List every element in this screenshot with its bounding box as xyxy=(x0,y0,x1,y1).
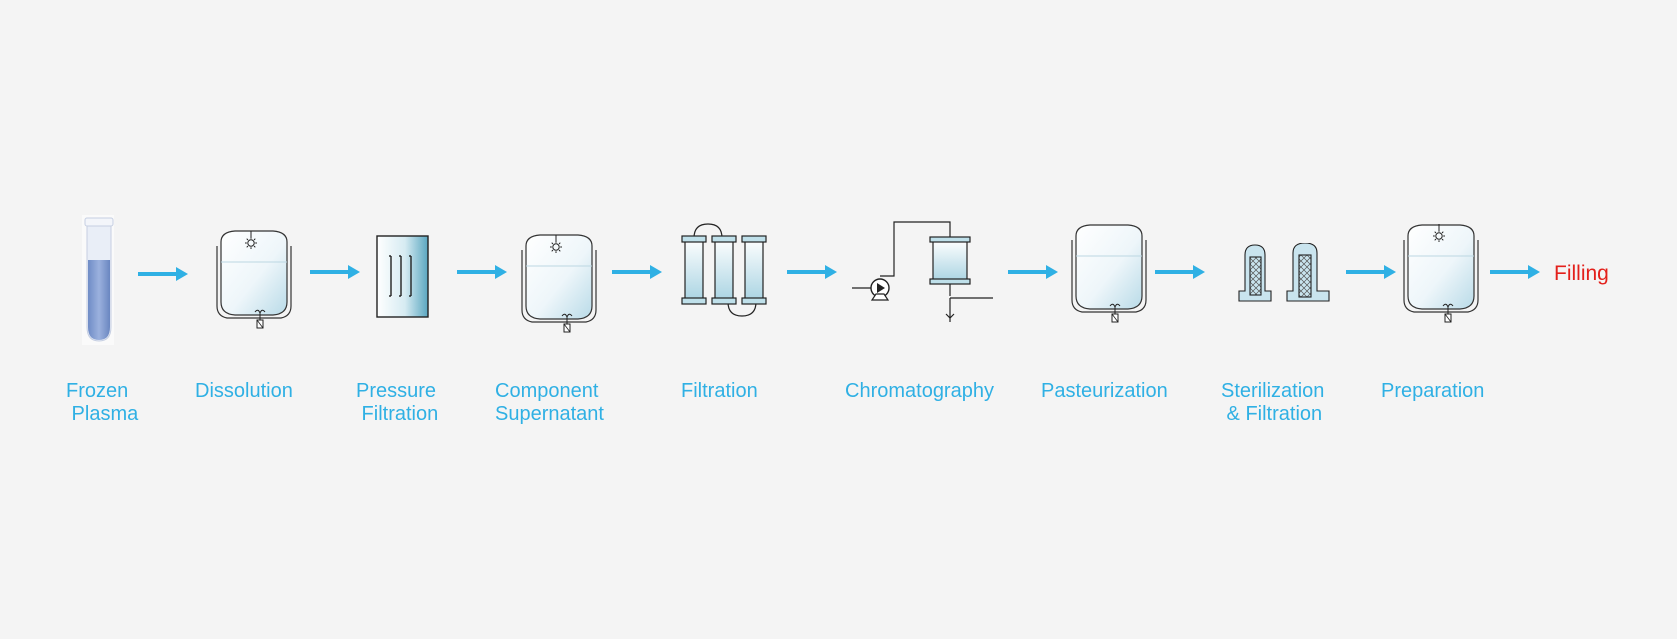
arrow-right-icon xyxy=(310,265,360,279)
step-label-filling: Filling xyxy=(1554,262,1609,285)
arrow-right-icon xyxy=(1490,265,1540,279)
step-label-preparation: Preparation xyxy=(1381,380,1485,402)
supernatant-tank-icon xyxy=(521,234,597,333)
dissolution-tank-icon xyxy=(216,230,292,329)
arrow-right-icon xyxy=(612,265,662,279)
step-label-component-supernatant: Component Supernatant xyxy=(495,380,604,425)
pressure-filter-icon xyxy=(376,235,429,318)
sterile-filter-icon xyxy=(1238,243,1330,302)
step-label-frozen-plasma: Frozen Plasma xyxy=(66,380,139,425)
pasteurization-tank-icon xyxy=(1071,224,1147,323)
arrow-right-icon xyxy=(138,267,188,281)
step-label-pasteurization: Pasteurization xyxy=(1041,380,1168,402)
arrow-right-icon xyxy=(787,265,837,279)
step-label-chromatography: Chromatography xyxy=(845,380,994,402)
arrow-right-icon xyxy=(1155,265,1205,279)
step-label-sterilization-filtration: Sterilization & Filtration xyxy=(1221,380,1325,425)
preparation-tank-icon xyxy=(1403,223,1479,323)
test-tube-icon xyxy=(82,215,114,345)
step-label-pressure-filtration: Pressure Filtration xyxy=(356,380,439,425)
arrow-right-icon xyxy=(1346,265,1396,279)
filtration-columns-icon xyxy=(681,223,767,317)
chromatography-icon xyxy=(852,221,993,322)
arrow-right-icon xyxy=(1008,265,1058,279)
step-label-filtration: Filtration xyxy=(681,380,758,402)
arrow-right-icon xyxy=(457,265,507,279)
step-label-dissolution: Dissolution xyxy=(195,380,293,402)
